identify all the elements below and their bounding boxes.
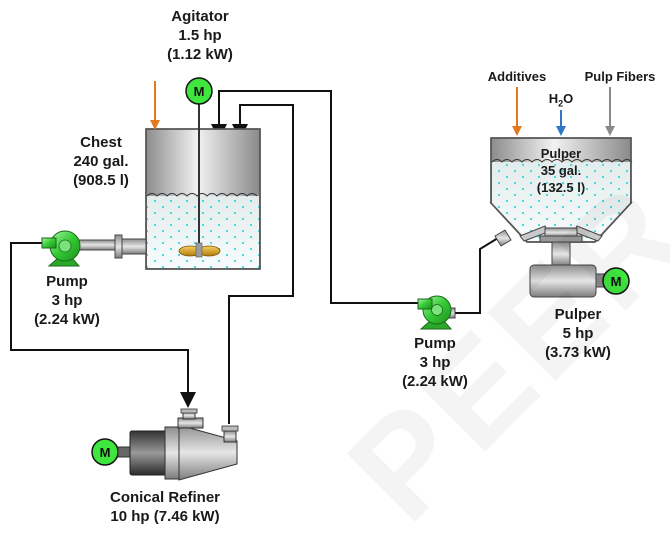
chest-label: Chest 240 gal. (908.5 l) — [60, 133, 142, 190]
agitator-power-kw: (1.12 kW) — [167, 46, 233, 63]
conical-refiner: M — [91, 408, 239, 481]
pump-right-name: Pump — [414, 335, 456, 352]
agitator-motor: M — [185, 77, 213, 105]
refiner-power: 10 hp (7.46 kW) — [110, 508, 220, 525]
refiner-label: Conical Refiner 10 hp (7.46 kW) — [80, 488, 250, 526]
water-label-sub: 2 — [558, 98, 564, 109]
pump-left-name: Pump — [46, 273, 88, 290]
additives-label: Additives — [487, 69, 547, 84]
pump-left-label: Pump 3 hp (2.24 kW) — [22, 272, 112, 329]
pump-right-power-hp: 3 hp — [419, 354, 451, 371]
pulper-motor: M — [529, 264, 630, 298]
pump-right-icon — [417, 295, 456, 330]
chest-name: Chest — [80, 134, 122, 151]
agitator-name: Agitator — [171, 8, 229, 25]
pipe-refiner-to-chest — [228, 104, 294, 424]
liquid-surface — [146, 193, 258, 197]
pump-left-icon — [41, 230, 116, 267]
pulper-motor-name: Pulper — [554, 306, 602, 323]
pulper-tank-volume-gal: 35 gal. — [540, 163, 582, 178]
pulper-tank-name: Pulper — [540, 146, 582, 161]
water-label-h: H — [548, 91, 559, 106]
agitator-power-hp: 1.5 hp — [178, 27, 222, 44]
pulper-input-arrows — [512, 87, 615, 136]
pipe-pump-to-chest — [211, 90, 421, 304]
pulper-tank — [489, 137, 633, 267]
pipe-network — [10, 90, 499, 424]
agitator-label: Agitator 1.5 hp (1.12 kW) — [148, 7, 252, 64]
refiner-motor-label: M — [100, 445, 111, 460]
pipe-pump-to-refiner — [10, 242, 196, 408]
pulper-tank-volume-l: (132.5 l) — [536, 180, 586, 195]
water-label: H2O — [540, 90, 582, 113]
chest-tank — [114, 103, 261, 270]
pulper-tank-label: Pulper 35 gal. (132.5 l) — [519, 145, 603, 196]
agitator-motor-label: M — [194, 84, 205, 99]
pulper-motor-power-hp: 5 hp — [562, 325, 594, 342]
agitator-impeller — [178, 242, 221, 258]
chest-outlet-nozzle — [119, 238, 147, 255]
pump-left-power-hp: 3 hp — [51, 292, 83, 309]
chest-volume-gal: 240 gal. — [73, 153, 129, 170]
pump-right-label: Pump 3 hp (2.24 kW) — [390, 334, 480, 391]
refiner-name: Conical Refiner — [109, 489, 221, 506]
process-flow-diagram: M M — [10, 77, 633, 481]
pulp-fibers-label: Pulp Fibers — [584, 69, 656, 84]
pulper-motor-label-block: Pulper 5 hp (3.73 kW) — [530, 305, 626, 362]
pulper-motor-label: M — [611, 274, 622, 289]
pulper-liquid-surface — [491, 159, 633, 163]
pulper-motor-power-kw: (3.73 kW) — [545, 344, 611, 361]
water-label-o: O — [563, 91, 574, 106]
pump-left-power-kw: (2.24 kW) — [34, 311, 100, 328]
pump-right-power-kw: (2.24 kW) — [402, 373, 468, 390]
pipe-pump-to-pulper-outlet — [453, 237, 499, 314]
chest-volume-l: (908.5 l) — [73, 172, 129, 189]
